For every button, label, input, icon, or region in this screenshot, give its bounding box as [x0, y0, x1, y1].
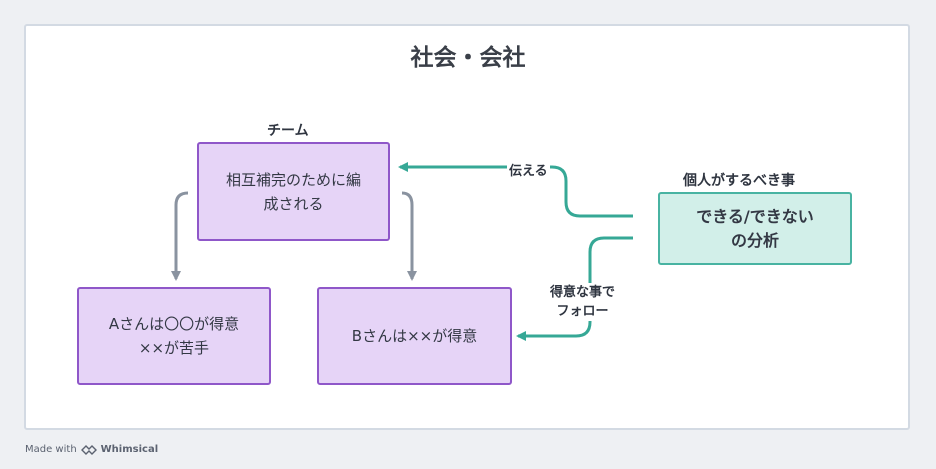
edge-label-tell: 伝える [507, 160, 550, 179]
team-node[interactable]: 相互補完のために編 成される [197, 142, 390, 241]
person-a-node[interactable]: Aさんは〇〇が得意 ××が苦手 [77, 287, 271, 385]
team-label: チーム [267, 123, 309, 139]
brand-name: Whimsical [100, 444, 159, 455]
individual-label: 個人がするべき事 [683, 173, 795, 189]
made-with-text: Made with [25, 444, 77, 455]
diagram-title: 社会・会社 [410, 45, 526, 71]
person-b-node-text: Bさんは××が得意 [351, 327, 478, 345]
analysis-node[interactable]: できる/できない の分析 [658, 192, 852, 265]
team-node-text: 相互補完のために編 成される [225, 170, 361, 213]
analysis-node-text: できる/できない の分析 [696, 206, 814, 250]
connector-team-to-b [401, 191, 417, 281]
connector-team-to-a [171, 191, 189, 281]
whimsical-logo-icon [80, 444, 97, 455]
person-b-node[interactable]: Bさんは××が得意 [317, 287, 512, 385]
person-a-node-text: Aさんは〇〇が得意 ××が苦手 [108, 315, 240, 357]
footer-attribution[interactable]: Made with Whimsical [25, 444, 158, 455]
edge-label-follow: 得意な事で フォロー [548, 283, 618, 321]
connector-tell [398, 162, 633, 218]
